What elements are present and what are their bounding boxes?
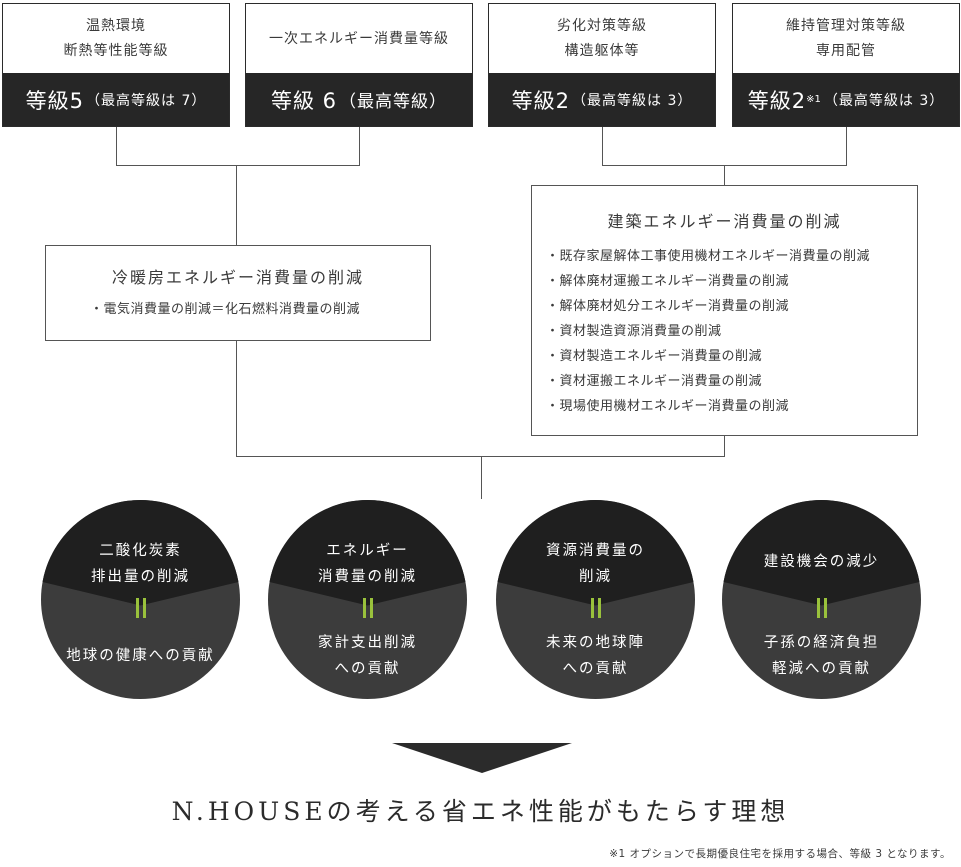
- connector-line: [602, 127, 603, 166]
- benefit-circle-construction: 建設機会の減少 子孫の経済負担 軽減への貢献: [722, 500, 921, 699]
- connector-line: [236, 165, 237, 245]
- grade-card-head-line: 断熱等性能等級: [63, 43, 169, 59]
- grade-card-deterioration: 劣化対策等級 構造躯体等 等級2（最高等級は 3）: [488, 3, 716, 127]
- headline: N.HOUSEの考える省エネ性能がもたらす理想: [171, 797, 790, 826]
- grade-card-head-line: 専用配管: [816, 43, 876, 59]
- grade-card-head: 温熱環境 断熱等性能等級: [3, 4, 229, 74]
- heating-energy-title: 冷暖房エネルギー消費量の削減: [111, 268, 364, 287]
- circle-bottom-text: 家計支出削減 への貢献: [268, 630, 467, 682]
- grade-note: （最高等級は 7）: [86, 92, 207, 109]
- grade-card-grade: 等級 6（最高等級）: [246, 73, 472, 126]
- circle-top-line: 消費量の削減: [318, 569, 417, 585]
- circle-top-line: 資源消費量の: [546, 543, 645, 559]
- circle-top-shape: [41, 500, 240, 606]
- grade-note: （最高等級）: [339, 92, 448, 112]
- connector-line: [724, 165, 725, 185]
- list-item: ・現場使用機材エネルギー消費量の削減: [546, 399, 790, 414]
- circle-bottom-text: 未来の地球陣 への貢献: [496, 630, 695, 682]
- list-item: ・解体廃材処分エネルギー消費量の削減: [546, 299, 790, 314]
- connector-line: [236, 456, 725, 457]
- connector-line: [359, 127, 360, 166]
- connector-line: [481, 456, 482, 499]
- connector-line: [236, 341, 237, 457]
- circle-top-shape: [496, 500, 695, 606]
- circle-bottom-line: 未来の地球陣: [546, 635, 645, 651]
- grade-card-grade: 等級5（最高等級は 7）: [3, 73, 229, 126]
- circle-top-line: 削減: [579, 569, 612, 585]
- grade-card-energy: 一次エネルギー消費量等級 等級 6（最高等級）: [245, 3, 473, 127]
- circle-top-text: 資源消費量の 削減: [496, 538, 695, 590]
- circle-bottom-line: への貢献: [562, 661, 629, 677]
- circle-bottom-line: への貢献: [334, 661, 401, 677]
- grade-note: （最高等級は 3）: [823, 92, 945, 109]
- circle-top-text: 建設機会の減少: [722, 549, 921, 575]
- benefit-circle-resources: 資源消費量の 削減 未来の地球陣 への貢献: [496, 500, 695, 699]
- circle-top-line: 建設機会の減少: [763, 554, 880, 570]
- grade-card-head: 維持管理対策等級 専用配管: [733, 4, 959, 74]
- grade-value: 等級 6: [270, 88, 338, 113]
- grade-card-head-line: 一次エネルギー消費量等級: [269, 30, 449, 47]
- grade-card-head: 一次エネルギー消費量等級: [246, 4, 472, 74]
- circle-bottom-text: 地球の健康への貢献: [41, 643, 240, 669]
- down-arrow-icon: [392, 743, 572, 773]
- circle-bottom-line: 子孫の経済負担: [763, 635, 880, 651]
- circle-bottom-line: 地球の健康への貢献: [66, 648, 215, 664]
- circle-bottom-text: 子孫の経済負担 軽減への貢献: [722, 630, 921, 682]
- grade-value: 等級2: [511, 88, 570, 113]
- connector-line: [116, 127, 117, 166]
- circle-top-line: 二酸化炭素: [99, 543, 182, 559]
- grade-card-insulation: 温熱環境 断熱等性能等級 等級5（最高等級は 7）: [2, 3, 230, 127]
- list-item: ・解体廃材運搬エネルギー消費量の削減: [546, 274, 790, 289]
- circle-top-shape: [268, 500, 467, 606]
- circle-bottom-line: 軽減への貢献: [772, 661, 871, 677]
- benefit-circle-co2: 二酸化炭素 排出量の削減 地球の健康への貢献: [41, 500, 240, 699]
- building-energy-box: 建築エネルギー消費量の削減 ・既存家屋解体工事使用機材エネルギー消費量の削減 ・…: [531, 185, 918, 436]
- circle-top-text: エネルギー 消費量の削減: [268, 538, 467, 590]
- circle-top-shape: [722, 500, 921, 606]
- circle-top-line: 排出量の削減: [91, 569, 190, 585]
- list-item: ・資材運搬エネルギー消費量の削減: [546, 374, 763, 389]
- equals-icon: [362, 598, 373, 618]
- grade-card-head-line: 劣化対策等級: [557, 18, 647, 34]
- list-item: ・既存家屋解体工事使用機材エネルギー消費量の削減: [546, 249, 871, 264]
- footnote: ※1 オプションで長期優良住宅を採用する場合、等級 3 となります。: [609, 848, 951, 860]
- grade-value: 等級2: [747, 88, 807, 113]
- building-energy-title: 建築エネルギー消費量の削減: [607, 212, 842, 231]
- list-item: ・資材製造資源消費量の削減: [546, 324, 722, 339]
- connector-line: [846, 127, 847, 166]
- list-item: ・電気消費量の削減＝化石燃料消費量の削減: [90, 302, 361, 317]
- grade-value: 等級5: [25, 88, 84, 113]
- connector-line: [116, 165, 360, 166]
- circle-top-line: エネルギー: [326, 543, 409, 559]
- grade-note: （最高等級は 3）: [572, 92, 693, 109]
- equals-icon: [135, 598, 146, 618]
- grade-card-grade: 等級2※1（最高等級は 3）: [733, 73, 959, 126]
- grade-card-head-line: 構造躯体等: [564, 43, 640, 59]
- grade-card-grade: 等級2（最高等級は 3）: [489, 73, 715, 126]
- list-item: ・資材製造エネルギー消費量の削減: [546, 349, 763, 364]
- grade-card-maintenance: 維持管理対策等級 専用配管 等級2※1（最高等級は 3）: [732, 3, 960, 127]
- grade-card-head: 劣化対策等級 構造躯体等: [489, 4, 715, 74]
- equals-icon: [590, 598, 601, 618]
- circle-bottom-line: 家計支出削減: [318, 635, 417, 651]
- circle-top-text: 二酸化炭素 排出量の削減: [41, 538, 240, 590]
- benefit-circle-energy: エネルギー 消費量の削減 家計支出削減 への貢献: [268, 500, 467, 699]
- heating-energy-box: 冷暖房エネルギー消費量の削減 ・電気消費量の削減＝化石燃料消費量の削減: [45, 245, 431, 341]
- grade-card-head-line: 温熱環境: [86, 18, 146, 34]
- grade-card-head-line: 維持管理対策等級: [786, 18, 906, 34]
- equals-icon: [816, 598, 827, 618]
- connector-line: [724, 436, 725, 457]
